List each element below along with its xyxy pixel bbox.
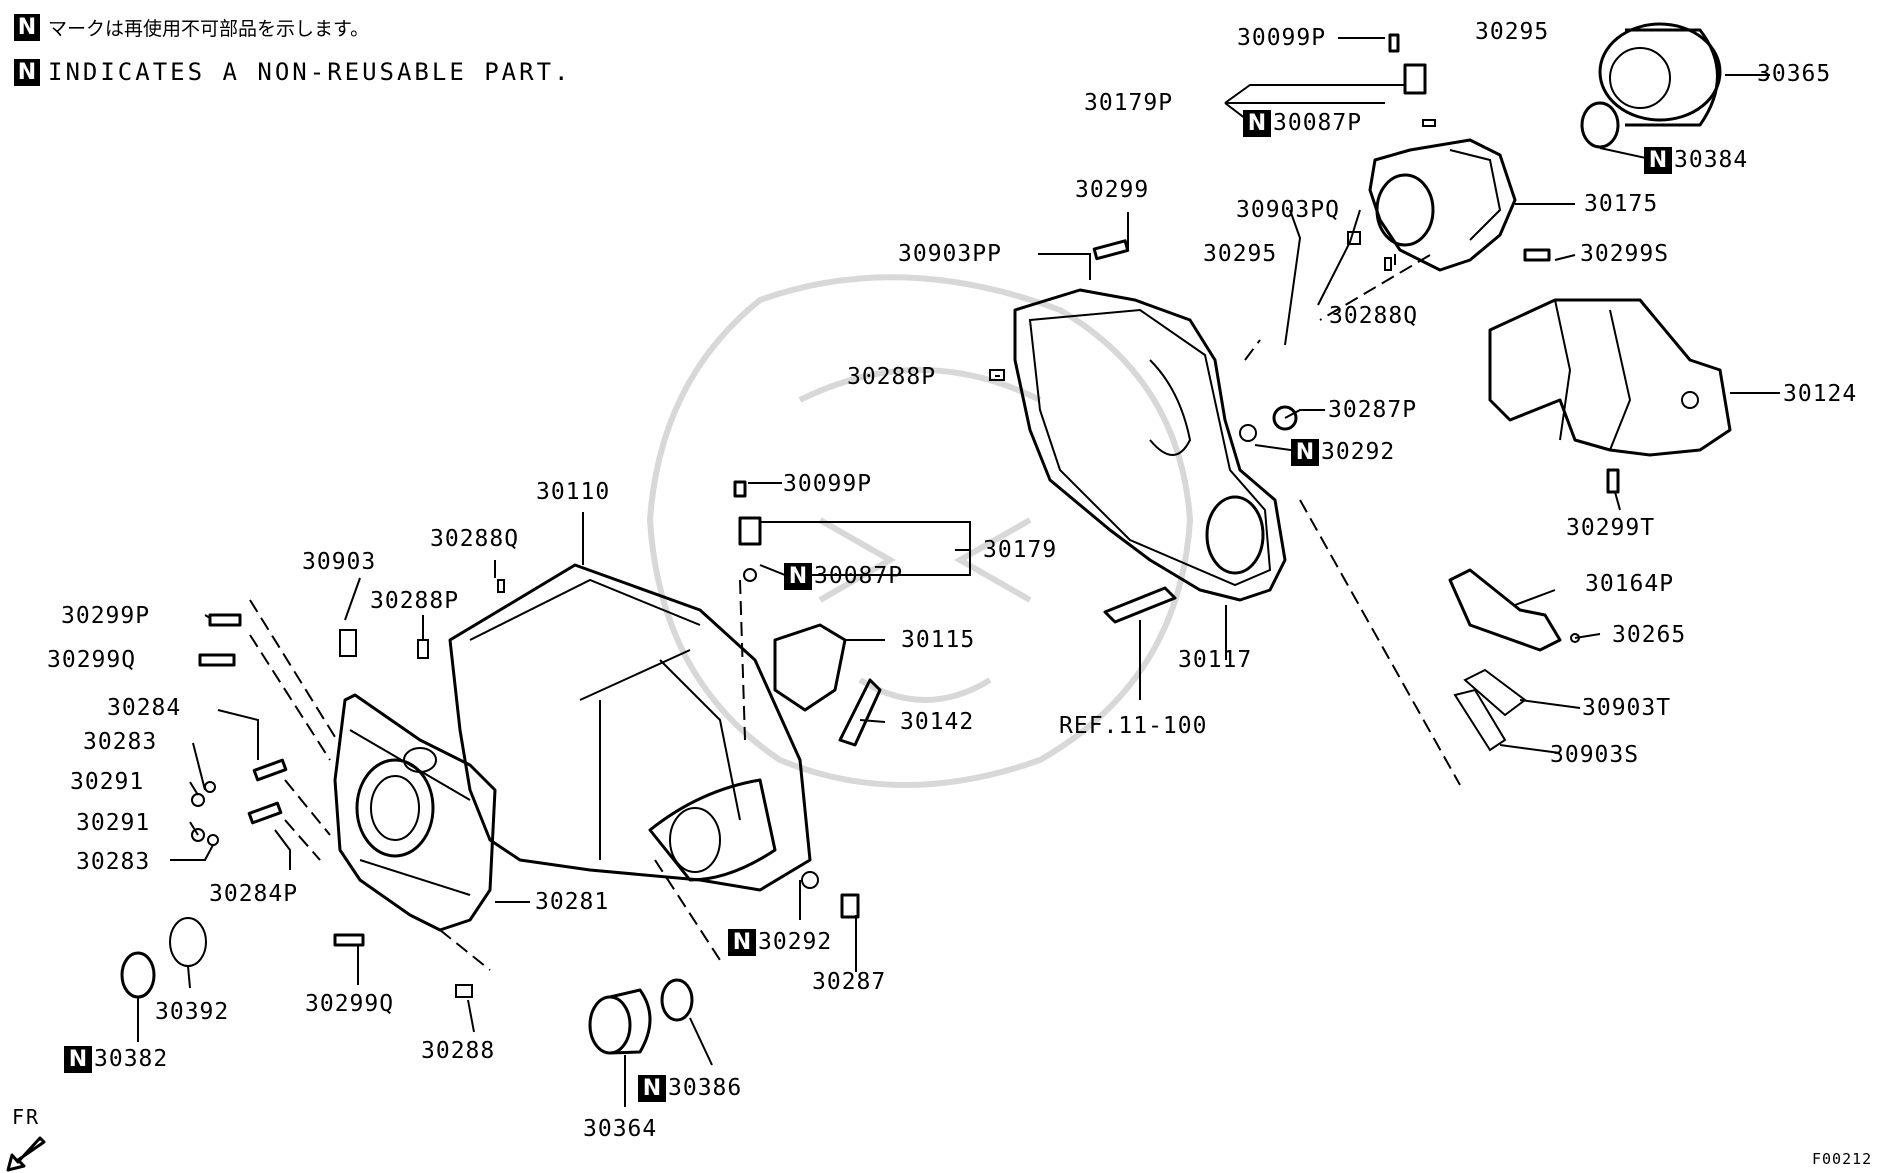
part-label-30179P[interactable]: 30179P: [1084, 90, 1174, 116]
non-reusable-mark: N: [1644, 147, 1672, 174]
transfer-case-30110: [448, 563, 812, 892]
part-label-30288[interactable]: 30288: [421, 1038, 496, 1064]
part-label-30288P-left[interactable]: 30288P: [370, 588, 460, 614]
lever-30142: [838, 678, 882, 747]
legend-japanese-text: マークは再使用不可部品を示します。: [48, 18, 370, 40]
part-label-30365[interactable]: 30365: [1757, 61, 1832, 87]
part-label-30291-top[interactable]: 30291: [70, 769, 145, 795]
legend-row-english: N INDICATES A NON-REUSABLE PART.: [14, 58, 571, 86]
part-label-30265[interactable]: 30265: [1612, 622, 1687, 648]
part-label-30283-top[interactable]: 30283: [83, 729, 158, 755]
non-reusable-mark: N: [728, 929, 756, 956]
legend-row-japanese: N マークは再使用不可部品を示します。: [14, 14, 369, 41]
leader-lines: [137, 37, 1780, 1107]
pins-and-rings: [191, 119, 1580, 998]
part-label-30364[interactable]: 30364: [583, 1116, 658, 1142]
part-label-30903PQ[interactable]: 30903PQ: [1236, 197, 1340, 223]
sleeve-30364: [588, 988, 652, 1055]
part-label-30175[interactable]: 30175: [1584, 191, 1659, 217]
part-label-ref-11-100[interactable]: REF.11-100: [1059, 713, 1208, 739]
legend-english-text: INDICATES A NON-REUSABLE PART.: [48, 58, 572, 86]
part-label-30903PP[interactable]: 30903PP: [898, 241, 1002, 267]
case-plate-30117: [1013, 288, 1287, 602]
assembly-dashed-lines: [249, 254, 1461, 971]
part-label-30295-mid[interactable]: 30295: [1203, 241, 1278, 267]
part-label-30117[interactable]: 30117: [1178, 647, 1253, 673]
front-direction-arrow: [6, 1136, 46, 1172]
part-label-30299S[interactable]: 30299S: [1580, 241, 1670, 267]
part-label-30099P-top[interactable]: 30099P: [1237, 25, 1327, 51]
non-reusable-mark: N: [1243, 110, 1271, 137]
part-label-30110[interactable]: 30110: [536, 479, 611, 505]
part-label-30284[interactable]: 30284: [107, 695, 182, 721]
guard-30164P: [1448, 568, 1562, 652]
part-label-30299[interactable]: 30299: [1075, 177, 1150, 203]
part-label-30287P[interactable]: 30287P: [1328, 397, 1418, 423]
part-label-30295-top[interactable]: 30295: [1475, 19, 1550, 45]
non-reusable-mark: N: [64, 1046, 92, 1073]
part-label-30287[interactable]: 30287: [812, 969, 887, 995]
rear-housing-30175: [1368, 138, 1517, 272]
part-label-30284P[interactable]: 30284P: [209, 881, 299, 907]
non-reusable-mark: N: [1291, 439, 1319, 466]
part-label-30291-bottom[interactable]: 30291: [76, 810, 151, 836]
bolts-and-studs: [198, 33, 1620, 947]
part-label-30142[interactable]: 30142: [900, 709, 975, 735]
part-label-30299T[interactable]: 30299T: [1566, 515, 1656, 541]
non-reusable-mark: N: [14, 58, 40, 86]
part-label-30283-bottom[interactable]: 30283: [76, 849, 151, 875]
part-label-30164P[interactable]: 30164P: [1585, 571, 1675, 597]
part-label-30099P-mid[interactable]: 30099P: [783, 471, 873, 497]
part-label-30299Q-top[interactable]: 30299Q: [47, 647, 137, 673]
part-label-30288Q-right[interactable]: 30288Q: [1329, 303, 1419, 329]
oil-seal-30382: [120, 951, 156, 999]
non-reusable-mark: N: [638, 1075, 666, 1102]
seal-30386: [660, 978, 694, 1022]
bearing-30365: [1598, 22, 1722, 127]
part-label-30903S[interactable]: 30903S: [1550, 742, 1640, 768]
left-case-cover-30281: [333, 693, 497, 932]
part-label-30281[interactable]: 30281: [535, 889, 610, 915]
part-label-30288Q-left[interactable]: 30288Q: [430, 526, 520, 552]
sensor-30179: [738, 516, 762, 582]
part-label-30392[interactable]: 30392: [155, 999, 230, 1025]
oil-seal-30384: [1580, 101, 1620, 149]
part-label-30299Q-bottom[interactable]: 30299Q: [305, 991, 395, 1017]
sensor-30179P: [1403, 63, 1427, 95]
part-label-30903T[interactable]: 30903T: [1582, 695, 1672, 721]
clip-30903T: [1463, 668, 1527, 717]
part-label-30115[interactable]: 30115: [901, 627, 976, 653]
part-label-30124[interactable]: 30124: [1783, 381, 1858, 407]
figure-code: F00212: [1812, 1150, 1873, 1168]
washer-30392: [169, 917, 207, 967]
clip-30903S: [1453, 688, 1507, 752]
non-reusable-mark: N: [784, 563, 812, 590]
part-label-30299P[interactable]: 30299P: [61, 603, 151, 629]
non-reusable-mark: N: [14, 14, 40, 41]
watermark-emblem: [646, 274, 1194, 788]
part-label-30179[interactable]: 30179: [983, 537, 1058, 563]
front-direction-label: FR: [12, 1105, 41, 1129]
bracket-30124: [1488, 298, 1732, 457]
part-label-30288P-right[interactable]: 30288P: [847, 364, 937, 390]
ref-plate: [1103, 586, 1177, 624]
cover-plate-30115: [773, 623, 847, 712]
part-label-30903[interactable]: 30903: [302, 549, 377, 575]
